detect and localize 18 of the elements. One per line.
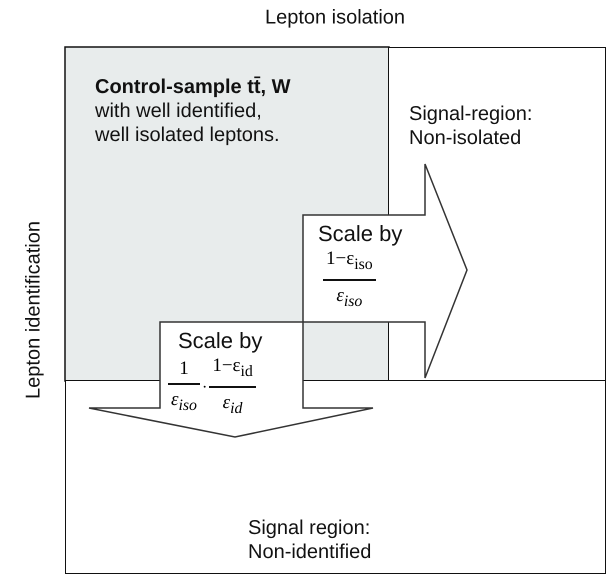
scale-text: Scale by (318, 221, 402, 247)
block-arrow (88, 321, 374, 438)
fraction-denominator: ε$_{iso}$ (170, 388, 198, 416)
fraction-denominator: ε$_{id}$ (222, 390, 244, 419)
signal-region (65, 380, 606, 574)
multiply-dot: · (202, 378, 208, 398)
region-text: Signal-region: Non-isolated (409, 102, 534, 150)
fraction-numerator: 1−ε$_{id}$ (209, 354, 256, 388)
block-arrow (302, 163, 468, 379)
axis-label: Lepton identification (22, 221, 46, 399)
fraction-numerator: 1−ε$_{iso}$ (323, 247, 376, 281)
scale-text: Scale by (178, 328, 262, 354)
fraction-numerator: 1 (168, 356, 200, 385)
fraction-denominator: ε$_{iso}$ (335, 284, 364, 312)
axis-label: Lepton isolation (264, 6, 406, 30)
region-text: Signal region: Non-identified (248, 516, 372, 564)
region-text: with well identified, well isolated leptons. (95, 99, 281, 147)
region-heading: Control-sample tt̄, W (95, 75, 292, 99)
